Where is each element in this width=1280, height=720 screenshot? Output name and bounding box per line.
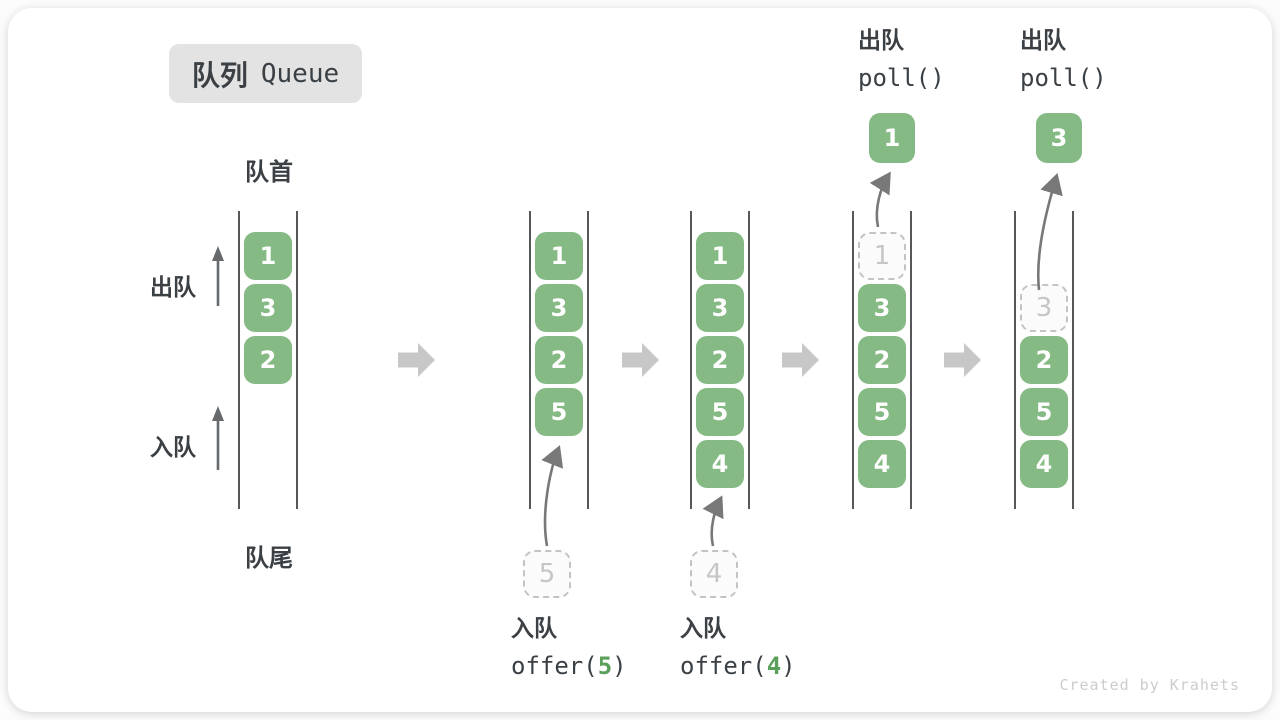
up-arrow-icon	[212, 246, 224, 306]
title-zh: 队列	[191, 58, 248, 92]
queue-front-label: 队首	[245, 158, 293, 186]
watermark: Created by Krahets	[1059, 676, 1240, 694]
enqueue-side-label: 入队	[150, 435, 196, 461]
queue-rear-label: 队尾	[245, 544, 293, 572]
up-arrow-icon	[212, 406, 224, 470]
diagram-card	[8, 8, 1272, 712]
title-en: Queue	[260, 58, 340, 89]
title-badge: 队列 Queue	[169, 44, 362, 103]
dequeue-side-label: 出队	[150, 275, 196, 301]
